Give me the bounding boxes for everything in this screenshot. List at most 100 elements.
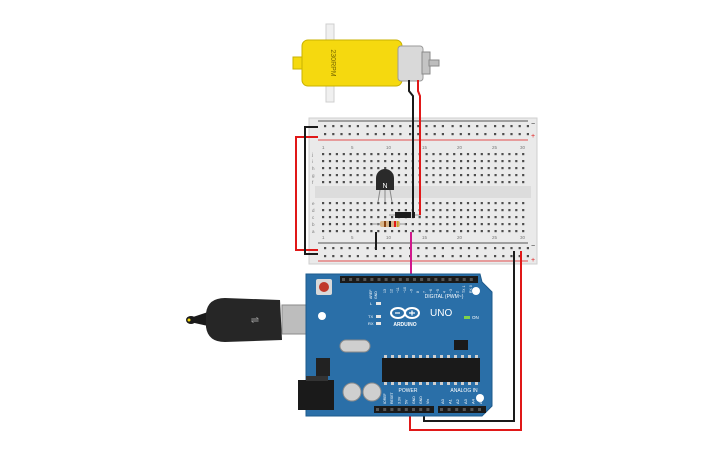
rail-hole xyxy=(441,255,444,258)
usb-cable[interactable]: ⇌ xyxy=(186,298,313,342)
power-pin-label: Vin xyxy=(426,399,430,404)
motor-wire-red[interactable] xyxy=(417,80,421,215)
header-pin[interactable] xyxy=(342,278,345,281)
rail-hole xyxy=(441,125,444,128)
rail-hole xyxy=(510,255,513,258)
rail-jumper-red[interactable] xyxy=(295,136,318,251)
breadboard-hole xyxy=(439,230,442,233)
chip-pin xyxy=(461,355,464,358)
rail-hole xyxy=(425,125,428,128)
rail-hole xyxy=(399,255,402,258)
rail-hole xyxy=(382,247,386,250)
header-pin[interactable] xyxy=(447,408,451,411)
header-pin[interactable] xyxy=(391,278,395,281)
header-pin[interactable] xyxy=(419,408,423,411)
resistor[interactable] xyxy=(373,221,406,227)
breadboard-hole xyxy=(522,167,525,170)
header-pin[interactable] xyxy=(427,278,431,281)
header-pin[interactable] xyxy=(455,278,459,281)
breadboard-hole xyxy=(377,216,380,219)
breadboard-hole xyxy=(397,181,401,184)
reset-button-cap[interactable] xyxy=(319,282,329,292)
header-pin[interactable] xyxy=(356,278,360,281)
breadboard-hole xyxy=(515,153,518,156)
breadboard-hole xyxy=(404,209,407,212)
header-pin[interactable] xyxy=(376,408,379,411)
breadboard-hole xyxy=(356,209,359,212)
breadboard-hole xyxy=(342,216,345,219)
breadboard-hole xyxy=(363,181,366,184)
breadboard[interactable]: + + − − 1 5 10 15 20 25 30 1 5 10 15 20 … xyxy=(308,117,538,265)
breadboard-hole xyxy=(487,230,490,233)
header-pin[interactable] xyxy=(441,278,445,281)
header-pin[interactable] xyxy=(370,278,374,281)
header-pin[interactable] xyxy=(420,278,424,281)
breadboard-hole xyxy=(466,167,470,170)
header-pin[interactable] xyxy=(470,408,474,411)
breadboard-hole xyxy=(349,153,352,156)
gear-motor[interactable]: 230RPM xyxy=(292,23,440,103)
header-pin[interactable] xyxy=(426,408,430,411)
rail-hole xyxy=(417,247,420,250)
breadboard-hole xyxy=(356,223,359,226)
header-pin[interactable] xyxy=(390,408,394,411)
analog-header[interactable] xyxy=(438,406,486,413)
header-pin[interactable] xyxy=(398,278,402,281)
motor-wire-black[interactable] xyxy=(408,80,414,218)
breadboard-hole xyxy=(494,181,497,184)
breadboard-hole xyxy=(335,230,338,233)
header-pin[interactable] xyxy=(434,278,438,281)
rail-hole xyxy=(484,125,487,128)
header-pin[interactable] xyxy=(383,408,387,411)
breadboard-hole xyxy=(473,209,476,212)
icsp-header[interactable] xyxy=(454,340,468,350)
digital-header[interactable] xyxy=(340,276,478,283)
header-pin[interactable] xyxy=(349,278,353,281)
breadboard-hole xyxy=(487,167,490,170)
header-pin[interactable] xyxy=(478,408,481,411)
power-wire-red[interactable] xyxy=(409,251,522,431)
header-pin[interactable] xyxy=(462,278,466,281)
header-pin[interactable] xyxy=(413,278,416,281)
header-pin[interactable] xyxy=(384,278,388,281)
breadboard-hole xyxy=(473,167,476,170)
chip-pin xyxy=(440,382,443,385)
rail-hole xyxy=(433,255,436,258)
power-header[interactable] xyxy=(374,406,434,413)
header-pin[interactable] xyxy=(363,278,367,281)
header-pin[interactable] xyxy=(404,408,408,411)
header-pin[interactable] xyxy=(469,278,473,281)
rail-hole xyxy=(459,247,462,250)
microcontroller-chip xyxy=(382,358,480,382)
header-pin[interactable] xyxy=(405,278,409,281)
rail-hole xyxy=(494,133,497,136)
breadboard-hole xyxy=(370,216,373,219)
rail-hole xyxy=(484,133,487,136)
gnd-label: GND xyxy=(374,291,378,299)
chip-pins xyxy=(384,355,478,385)
breadboard-hole xyxy=(501,216,504,219)
npn-transistor[interactable]: N xyxy=(376,169,394,203)
header-pin[interactable] xyxy=(440,408,443,411)
header-pin[interactable] xyxy=(462,408,466,411)
breadboard-hole xyxy=(466,230,470,233)
breadboard-hole xyxy=(494,153,497,156)
rail-jumper-black[interactable] xyxy=(304,126,318,255)
power-pin-label: 5V xyxy=(405,399,409,404)
header-pin[interactable] xyxy=(377,278,381,281)
header-pin[interactable] xyxy=(397,408,401,411)
rail-hole xyxy=(510,247,513,250)
header-pin[interactable] xyxy=(448,278,452,281)
rail-hole xyxy=(502,133,505,136)
breadboard-hole xyxy=(335,160,338,163)
header-pin[interactable] xyxy=(412,408,415,411)
header-pin[interactable] xyxy=(455,408,459,411)
rail-hole xyxy=(467,255,471,258)
breadboard-hole xyxy=(363,209,366,212)
rail-hole xyxy=(417,255,420,258)
rail-hole xyxy=(433,125,436,128)
dc-barrel-jack[interactable] xyxy=(298,380,334,410)
rail-hole xyxy=(366,125,369,128)
breadboard-hole xyxy=(425,181,428,184)
